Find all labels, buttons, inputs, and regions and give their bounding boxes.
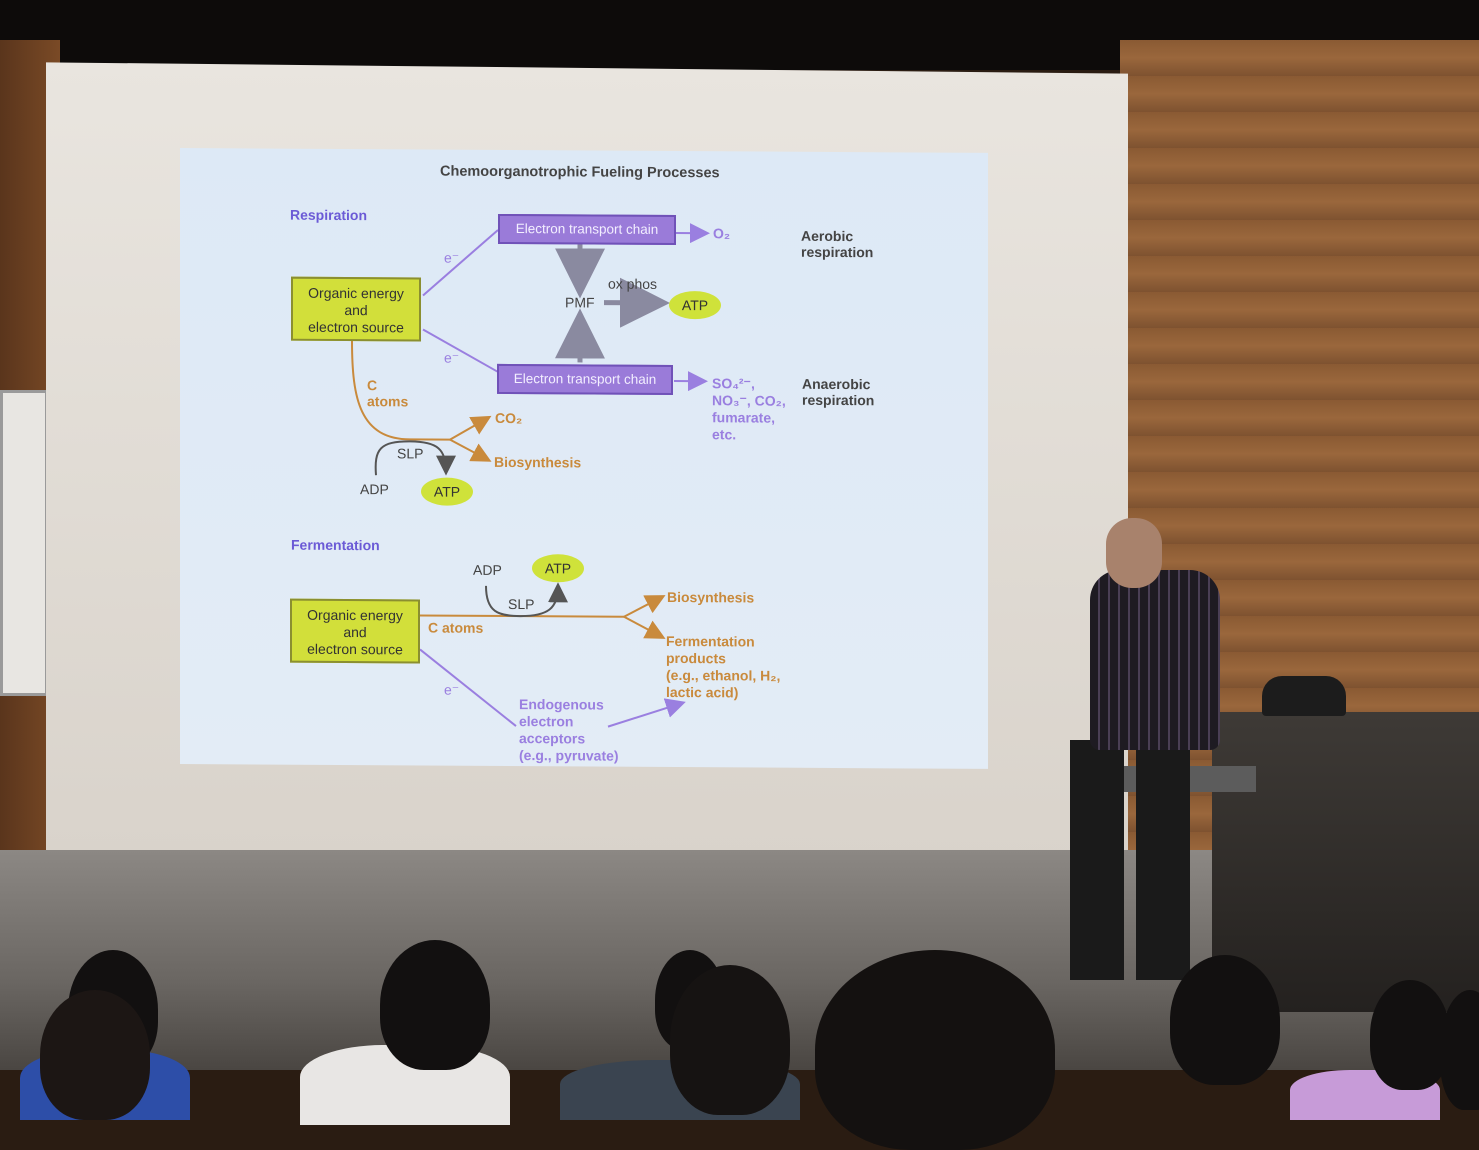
endo-line: electron — [519, 713, 619, 731]
products-line: (e.g., ethanol, H₂, — [666, 667, 780, 685]
ox-phos-label: ox phos — [608, 276, 657, 292]
atp-oval-slp: ATP — [421, 477, 473, 505]
audience-head — [1370, 980, 1450, 1090]
lecture-hall-photo: Chemoorganotrophic Fueling Processes Res… — [0, 0, 1479, 1109]
adp-label: ADP — [473, 562, 502, 578]
c-atoms-label: C atoms — [367, 377, 408, 409]
etc-box-aerobic: Electron transport chain — [498, 214, 676, 245]
endo-line: acceptors — [519, 730, 619, 748]
aerobic-label: Aerobic respiration — [801, 228, 873, 260]
products-line: Fermentation — [666, 633, 780, 651]
audience-head — [670, 965, 790, 1115]
c-atoms-line: atoms — [367, 393, 408, 409]
biosynthesis-label: Biosynthesis — [494, 454, 581, 471]
acceptor-line: NO₃⁻, CO₂, — [712, 392, 786, 409]
biosynthesis-label: Biosynthesis — [667, 589, 754, 606]
anaerobic-line: Anaerobic — [802, 376, 874, 392]
co2-label: CO₂ — [495, 410, 522, 426]
adp-label: ADP — [360, 481, 389, 497]
acceptor-line: fumarate, — [712, 409, 786, 426]
endo-line: Endogenous — [519, 696, 619, 714]
slide-title: Chemoorganotrophic Fueling Processes — [440, 164, 720, 182]
etc-box-anaerobic: Electron transport chain — [497, 364, 673, 395]
audience-head — [1170, 955, 1280, 1085]
audience-head — [40, 990, 150, 1120]
audience-head — [815, 950, 1055, 1150]
source-line: Organic energy — [292, 607, 418, 625]
source-line: and — [292, 624, 418, 642]
chair-back — [1262, 676, 1346, 716]
anaerobic-line: respiration — [802, 392, 874, 408]
audience — [0, 940, 1479, 1109]
electron-label-top: e⁻ — [444, 250, 459, 267]
anaerobic-label: Anaerobic respiration — [802, 376, 874, 408]
acceptor-line: etc. — [712, 426, 786, 443]
slp-label: SLP — [508, 596, 534, 612]
electron-label-bottom: e⁻ — [444, 350, 459, 367]
speaker-shirt — [1090, 570, 1220, 750]
atp-oval-fermentation: ATP — [532, 554, 584, 582]
aerobic-line: Aerobic — [801, 228, 873, 244]
atp-oval-oxphos: ATP — [669, 291, 721, 319]
projected-slide: Chemoorganotrophic Fueling Processes Res… — [180, 148, 988, 769]
o2-label: O₂ — [713, 225, 730, 241]
fermentation-heading: Fermentation — [291, 537, 380, 554]
source-line: electron source — [293, 319, 419, 337]
c-atoms-line: C — [367, 377, 408, 393]
audience-head — [380, 940, 490, 1070]
c-atoms-label: C atoms — [428, 620, 483, 636]
fermentation-products: Fermentation products (e.g., ethanol, H₂… — [666, 633, 780, 702]
slp-label: SLP — [397, 445, 423, 461]
source-line: electron source — [292, 641, 418, 659]
electron-label: e⁻ — [444, 682, 459, 699]
speaker-head — [1106, 518, 1162, 588]
acceptor-line: SO₄²⁻, — [712, 375, 786, 392]
respiration-heading: Respiration — [290, 207, 367, 223]
whiteboard — [0, 390, 48, 696]
anaerobic-acceptors: SO₄²⁻, NO₃⁻, CO₂, fumarate, etc. — [712, 375, 786, 443]
organic-source-box-fermentation: Organic energy and electron source — [290, 599, 420, 664]
pmf-label: PMF — [565, 294, 595, 310]
aerobic-line: respiration — [801, 244, 873, 260]
organic-source-box-respiration: Organic energy and electron source — [291, 277, 421, 342]
endogenous-acceptors: Endogenous electron acceptors (e.g., pyr… — [519, 696, 619, 765]
products-line: products — [666, 650, 780, 668]
products-line: lactic acid) — [666, 684, 780, 702]
audience-head — [1440, 990, 1479, 1110]
endo-line: (e.g., pyruvate) — [519, 747, 619, 765]
source-line: Organic energy — [293, 285, 419, 303]
source-line: and — [293, 302, 419, 320]
